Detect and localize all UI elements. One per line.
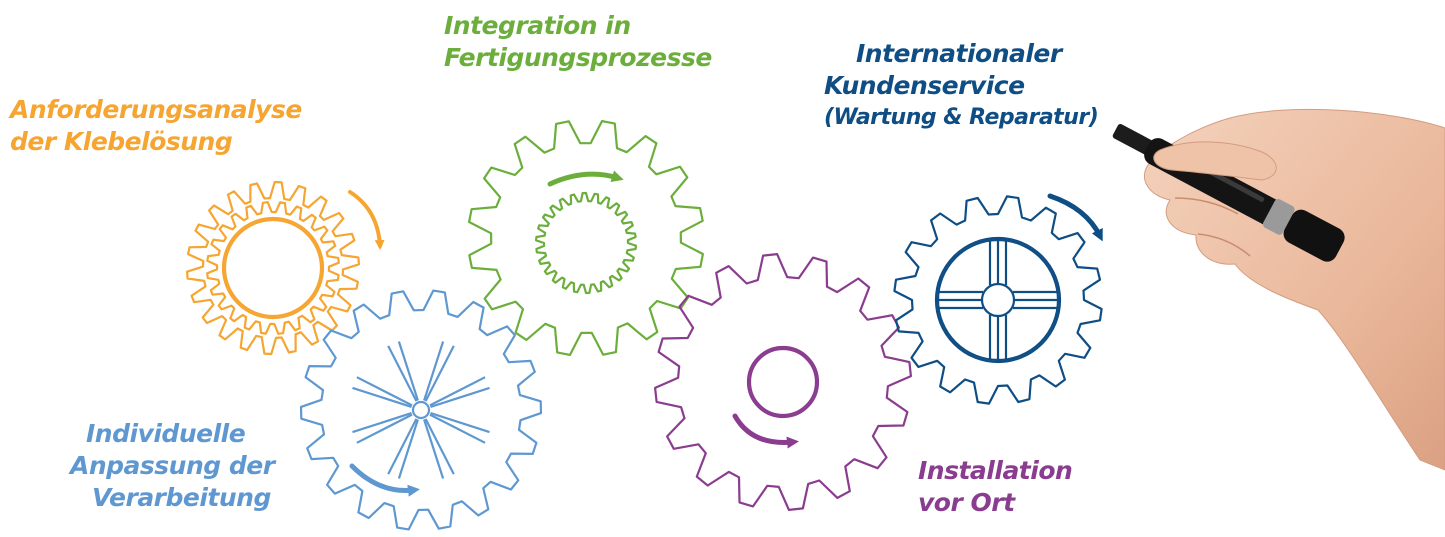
blue-rotation-arrow — [349, 463, 420, 497]
label-line: Fertigungsprozesse — [444, 43, 712, 72]
gear-spoke — [356, 413, 413, 444]
blue-gear-icon — [299, 289, 543, 531]
label-anpassung: Individuelle Anpassung der Verarbeitung — [70, 418, 275, 514]
gear-spoke — [423, 419, 445, 479]
label-line: der Klebelösung — [10, 127, 233, 156]
gear-spoke — [352, 386, 412, 408]
orange-rotation-arrow — [348, 190, 385, 250]
label-integration: Integration in Fertigungsprozesse — [444, 10, 712, 74]
gear-spoke — [429, 413, 486, 444]
label-line: Integration in — [444, 11, 631, 40]
label-line: Verarbeitung — [92, 483, 271, 512]
gear-spoke — [397, 341, 419, 401]
label-installation: Installation vor Ort — [918, 455, 1073, 519]
label-line: Individuelle — [86, 419, 246, 448]
green-rotation-arrow — [547, 170, 624, 187]
purple-gear-icon — [654, 253, 912, 511]
label-line: Internationaler — [856, 39, 1062, 68]
navy-gear-icon — [893, 195, 1103, 405]
gear-spoke — [387, 418, 418, 475]
gear-spoke — [356, 376, 413, 407]
orange-gear-icon — [186, 180, 360, 356]
label-line: (Wartung & Reparatur) — [824, 105, 1099, 130]
label-anforderungsanalyse: Anforderungsanalyse der Klebelösung — [10, 94, 302, 158]
label-line: Kundenservice — [824, 71, 1025, 100]
purple-rotation-arrow — [732, 413, 799, 449]
gear-spoke — [430, 412, 490, 434]
gear-spoke — [429, 376, 486, 407]
label-line: Anpassung der — [70, 451, 275, 480]
gear-spoke — [430, 386, 490, 408]
gear-spoke — [424, 345, 455, 402]
label-line: Anforderungsanalyse — [10, 95, 302, 124]
gear-spoke — [397, 419, 419, 479]
gear-spoke — [387, 345, 418, 402]
hand-with-marker-icon — [1112, 108, 1445, 471]
gear-spoke — [423, 341, 445, 401]
gear-spoke — [352, 412, 412, 434]
green-gear-icon — [468, 120, 704, 356]
label-line: vor Ort — [918, 488, 1015, 517]
label-line: Installation — [918, 456, 1073, 485]
label-kundenservice: Internationaler Kundenservice (Wartung &… — [824, 38, 1099, 134]
gear-spoke — [424, 418, 455, 475]
navy-rotation-arrow — [1047, 193, 1103, 242]
